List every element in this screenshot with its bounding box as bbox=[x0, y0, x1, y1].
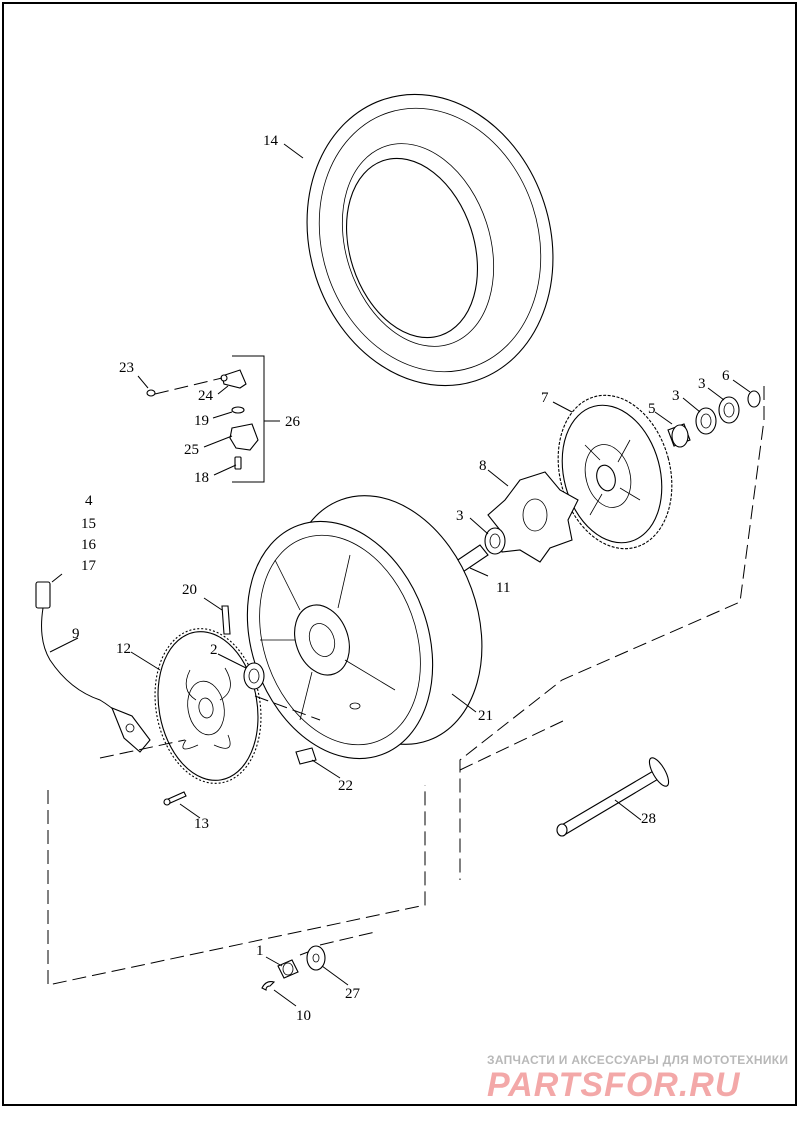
callout-9: 9 bbox=[72, 626, 80, 642]
bearing-front bbox=[243, 662, 265, 690]
callout-10: 10 bbox=[296, 1008, 311, 1024]
axle-nut bbox=[277, 959, 299, 979]
balance-weight bbox=[295, 747, 317, 765]
callout-4: 4 bbox=[85, 493, 93, 509]
callout-19: 19 bbox=[194, 413, 209, 429]
callout-16: 16 bbox=[81, 537, 97, 553]
tire bbox=[306, 93, 554, 387]
axle-nut-clip bbox=[261, 981, 276, 991]
cush-drive bbox=[487, 471, 579, 563]
callout-2: 2 bbox=[210, 642, 218, 658]
callout-13: 13 bbox=[194, 816, 209, 832]
watermark-brand: PARTSFOR.RU bbox=[487, 1066, 741, 1104]
callout-7: 7 bbox=[541, 390, 549, 406]
callout-11: 11 bbox=[496, 580, 510, 596]
callout-3-right-inner: 3 bbox=[672, 388, 680, 404]
bearing-right-outer bbox=[718, 396, 740, 424]
axle-washer bbox=[306, 945, 326, 971]
callout-27: 27 bbox=[345, 986, 361, 1002]
assembly-dashed-lines bbox=[47, 377, 765, 986]
callout-8: 8 bbox=[479, 458, 487, 474]
watermark-tagline: ЗАПЧАСТИ И АКСЕССУАРЫ ДЛЯ МОТОТЕХНИКИ bbox=[487, 1053, 788, 1067]
callout-3-right-outer: 3 bbox=[698, 376, 706, 392]
brake-disc bbox=[154, 628, 262, 784]
leader-lines bbox=[49, 143, 751, 1007]
watermark: ЗАПЧАСТИ И АКСЕССУАРЫ ДЛЯ МОТОТЕХНИКИ PA… bbox=[487, 1053, 788, 1104]
callout-12: 12 bbox=[116, 641, 131, 657]
callout-23: 23 bbox=[119, 360, 134, 376]
callout-14: 14 bbox=[263, 133, 279, 149]
callout-24: 24 bbox=[198, 388, 214, 404]
callout-1: 1 bbox=[256, 943, 264, 959]
callout-21: 21 bbox=[478, 708, 493, 724]
retaining-clip bbox=[221, 605, 231, 635]
wheel-rim bbox=[246, 495, 483, 760]
callout-18: 18 bbox=[194, 470, 209, 486]
callout-labels: 14 23 24 19 26 25 18 4 15 16 17 20 9 12 … bbox=[72, 133, 730, 1024]
spacer bbox=[667, 423, 691, 448]
callout-6: 6 bbox=[722, 368, 730, 384]
disc-screw bbox=[163, 791, 187, 806]
rear-sprocket bbox=[557, 394, 673, 550]
callout-3-left: 3 bbox=[456, 508, 464, 524]
seal bbox=[747, 390, 761, 408]
callout-26: 26 bbox=[285, 414, 301, 430]
callout-5: 5 bbox=[648, 401, 656, 417]
bearing-left bbox=[484, 527, 506, 555]
bearing-right-inner bbox=[695, 407, 717, 435]
callout-22: 22 bbox=[338, 778, 353, 794]
callout-17: 17 bbox=[81, 558, 97, 574]
wheel-speed-sensor bbox=[35, 581, 151, 753]
callout-15: 15 bbox=[81, 516, 96, 532]
callout-20: 20 bbox=[182, 582, 197, 598]
rear-axle bbox=[556, 757, 670, 837]
callout-25: 25 bbox=[184, 442, 199, 458]
diagram-frame bbox=[2, 2, 797, 1106]
callout-28: 28 bbox=[641, 811, 656, 827]
